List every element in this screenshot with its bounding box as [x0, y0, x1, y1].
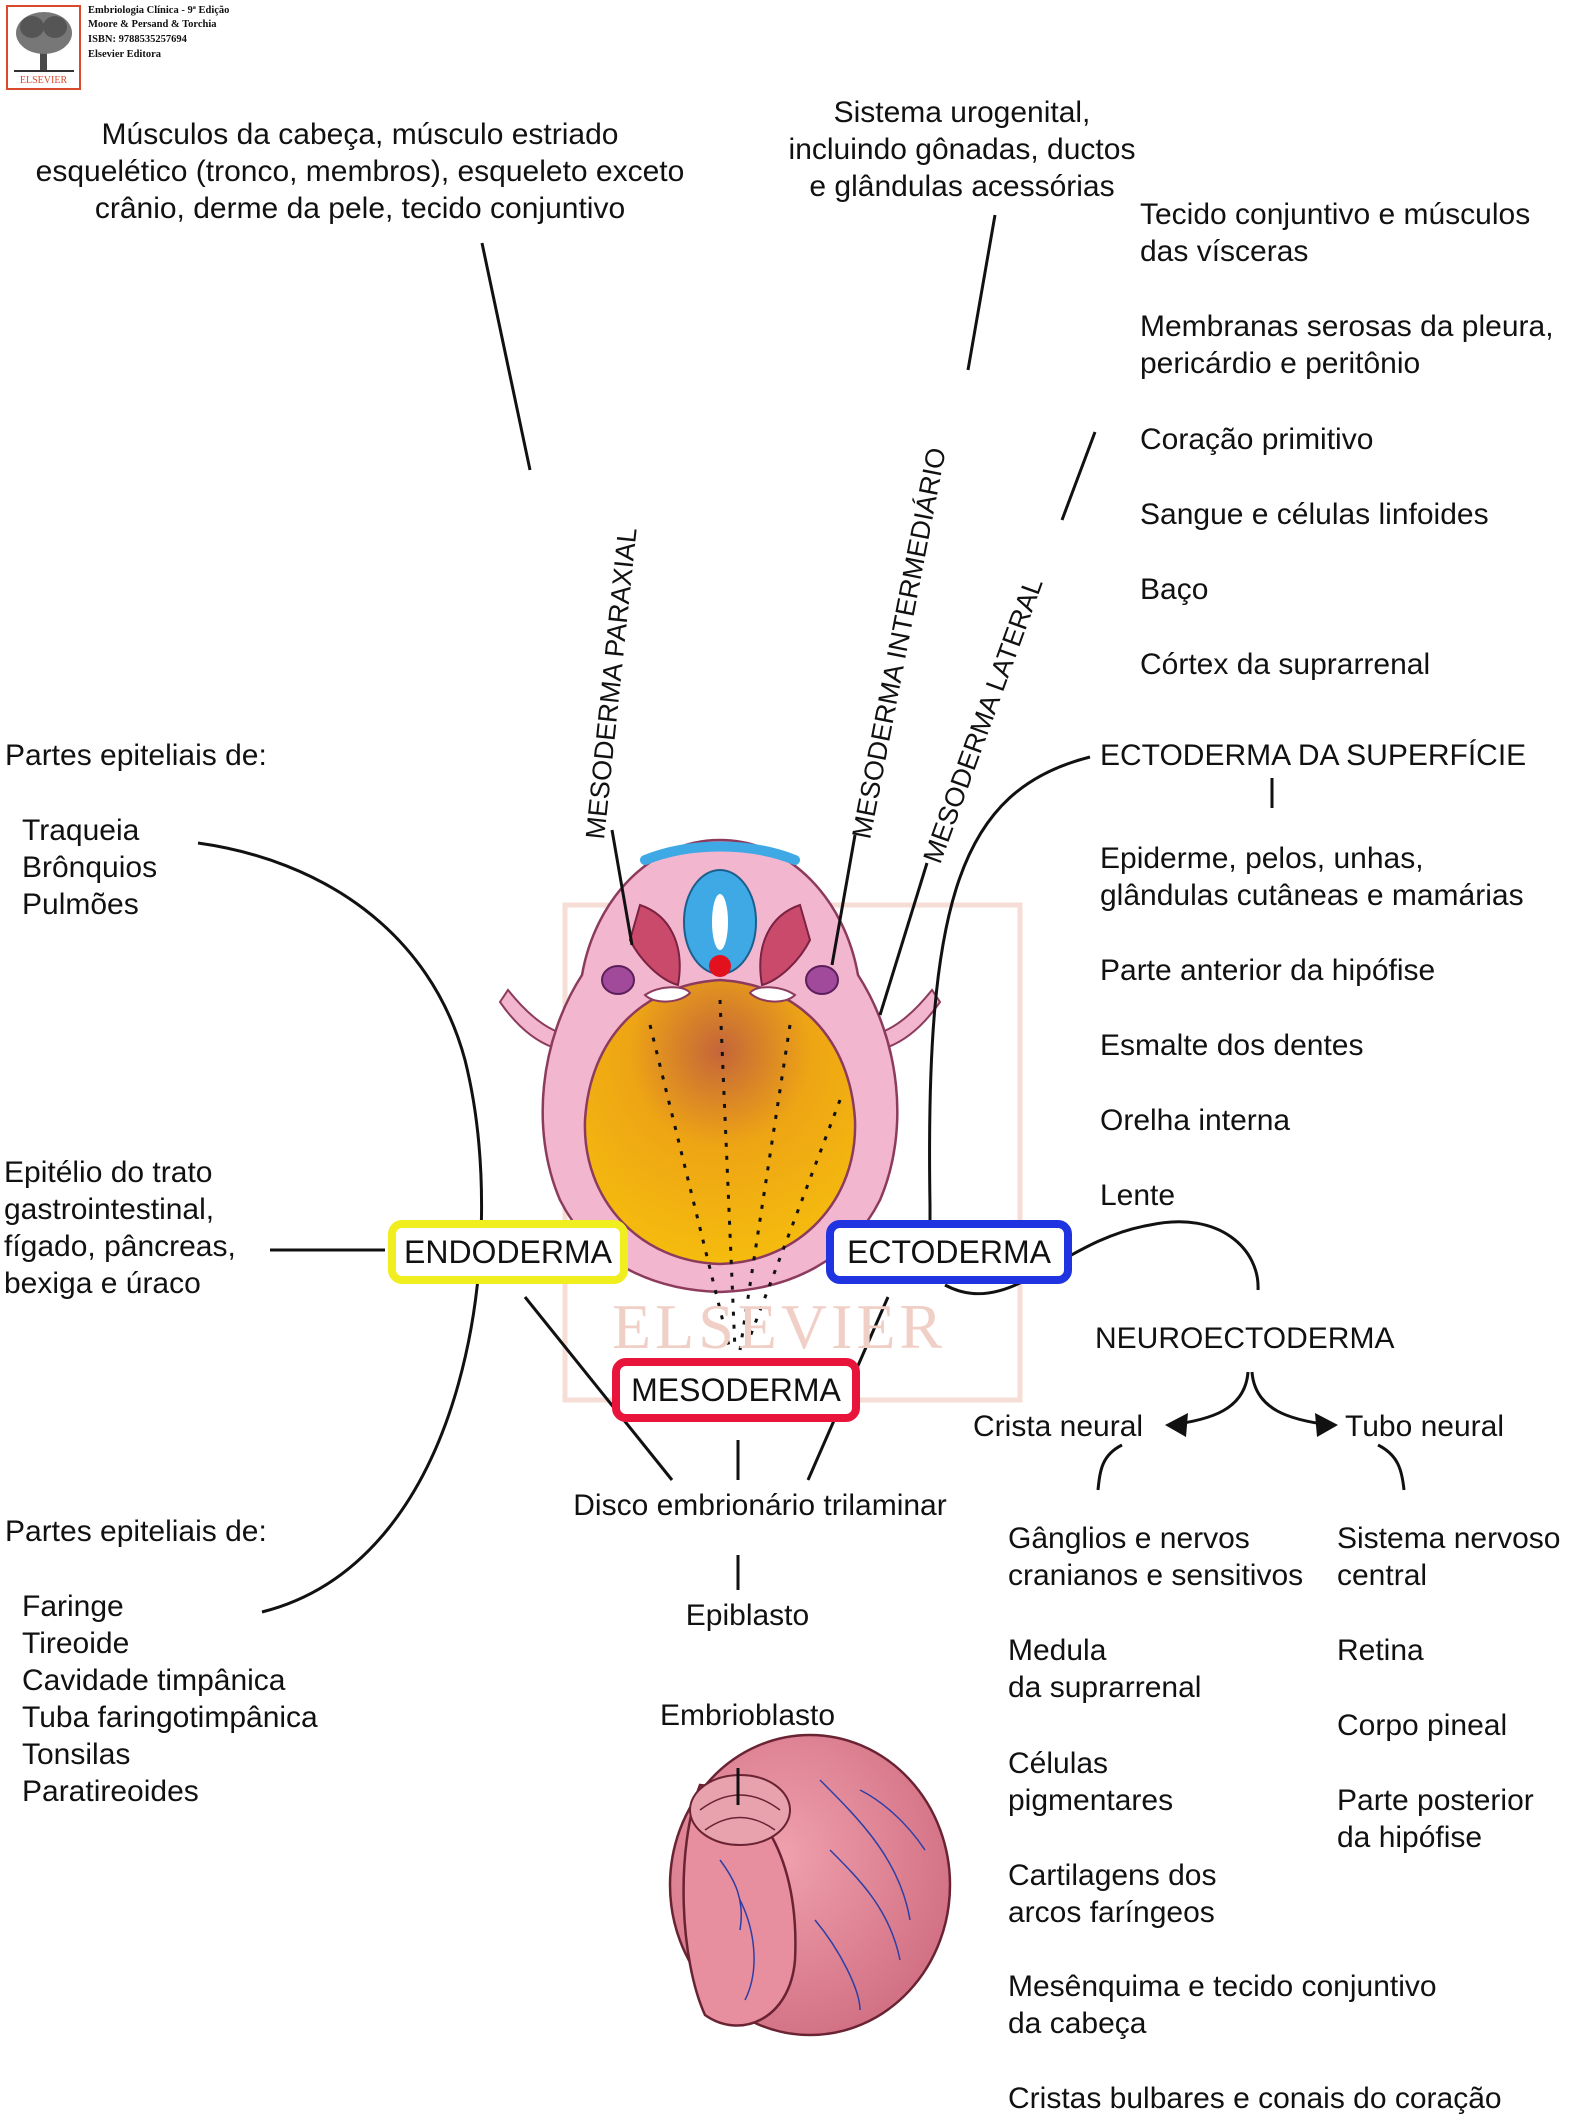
lateral-derivative-3: Coração primitivo: [1140, 423, 1374, 456]
intermediate-branch-label: MESODERMA INTERMEDIÁRIO: [846, 445, 951, 841]
neural-crest-title: Crista neural: [973, 1410, 1144, 1443]
surface-ectoderm-item-1: Epiderme, pelos, unhas, glândulas cutâne…: [1100, 842, 1524, 912]
connector-lines: [197, 214, 1406, 1805]
embryoblast-label: Embrioblasto: [659, 1699, 836, 1732]
neural-tube-item-4: Parte posterior da hipófise: [1337, 1784, 1534, 1854]
book-info-line-3: ISBN: 9788535257694: [88, 34, 187, 45]
watermark-text: ELSEVIER: [612, 1291, 947, 1362]
neural-crest-item-4: Cartilagens dos arcos faríngeos: [1008, 1859, 1217, 1929]
surface-ectoderm-item-4: Orelha interna: [1100, 1104, 1291, 1137]
neural-tube-title: Tubo neural: [1345, 1410, 1504, 1443]
neural-tube-item-1: Sistema nervoso central: [1337, 1522, 1561, 1592]
lateral-derivative-2: Membranas serosas da pleura, pericárdio …: [1140, 310, 1554, 380]
surface-ectoderm-title: ECTODERMA DA SUPERFÍCIE: [1100, 739, 1527, 772]
endoderm-upper-items: Traqueia Brônquios Pulmões: [22, 814, 158, 921]
surface-ectoderm-item-5: Lente: [1100, 1179, 1176, 1212]
surface-ectoderm-item-2: Parte anterior da hipófise: [1100, 954, 1436, 987]
blastocyst-illustration: [668, 1733, 952, 2037]
lateral-derivative-5: Baço: [1140, 573, 1209, 606]
neuroectoderm-title: NEUROECTODERMA: [1095, 1322, 1395, 1355]
neural-crest-item-3: Células pigmentares: [1008, 1747, 1174, 1817]
lateral-derivative-6: Córtex da suprarrenal: [1140, 648, 1431, 681]
paraxial-derivatives: Músculos da cabeça, músculo estriado esq…: [35, 118, 685, 225]
endoderm-middle: Epitélio do trato gastrointestinal, fíga…: [4, 1156, 236, 1300]
ectoderm-box: ECTODERMA: [826, 1220, 1072, 1284]
tree-icon: [14, 12, 74, 72]
endoderm-lower-items: Faringe Tireoide Cavidade timpânica Tuba…: [22, 1590, 318, 1808]
surface-ectoderm-item-3: Esmalte dos dentes: [1100, 1029, 1364, 1062]
mesoderm-box: MESODERMA: [612, 1358, 860, 1422]
logo-word: ELSEVIER: [19, 75, 68, 86]
paraxial-branch-label: MESODERMA PARAXIAL: [580, 526, 643, 841]
arrowheads: [1165, 1413, 1338, 1437]
book-info-line-4: Elsevier Editora: [88, 49, 162, 60]
endoderm-box: ENDODERMA: [388, 1220, 628, 1284]
neural-crest-item-1: Gânglios e nervos cranianos e sensitivos: [1008, 1522, 1304, 1592]
lateral-branch-label: MESODERMA LATERAL: [917, 574, 1048, 867]
mesoderm-branch-labels: MESODERMA PARAXIAL MESODERMA INTERMEDIÁR…: [580, 445, 1048, 867]
embryo-cross-section: [498, 838, 942, 1351]
lateral-derivative-1: Tecido conjuntivo e músculos das víscera…: [1140, 198, 1531, 268]
book-info-line-1: Embriologia Clínica - 9ª Edição: [88, 5, 230, 16]
endoderm-upper-heading: Partes epiteliais de:: [5, 739, 267, 772]
elsevier-logo: ELSEVIER: [6, 5, 81, 90]
lateral-derivative-4: Sangue e células linfoides: [1140, 498, 1489, 531]
neural-tube-item-2: Retina: [1337, 1634, 1424, 1667]
neural-crest-item-2: Medula da suprarrenal: [1008, 1634, 1202, 1704]
book-info-line-2: Moore & Persand & Torchia: [88, 19, 217, 30]
endoderm-lower-heading: Partes epiteliais de:: [5, 1515, 267, 1548]
trilaminar-disc-label: Disco embrionário trilaminar: [573, 1489, 947, 1522]
epiblast-label: Epiblasto: [685, 1599, 810, 1632]
neural-crest-item-6: Cristas bulbares e conais do coração: [1008, 2082, 1502, 2115]
intermediate-derivatives: Sistema urogenital, incluindo gônadas, d…: [788, 96, 1136, 203]
neural-tube-item-3: Corpo pineal: [1337, 1709, 1508, 1742]
neural-crest-item-5: Mesênquima e tecido conjuntivo da cabeça: [1008, 1970, 1437, 2040]
